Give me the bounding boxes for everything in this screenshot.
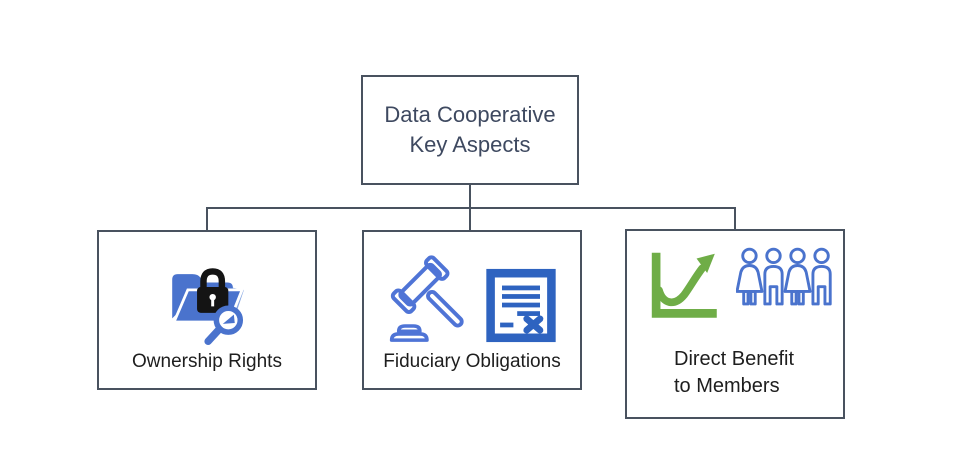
gavel-block-base	[389, 332, 429, 342]
arrow-head	[696, 253, 715, 273]
node-label-line-1: Direct Benefit	[674, 348, 795, 370]
member-female	[736, 247, 764, 306]
connector-drop-right	[734, 207, 736, 230]
connector-drop-middle	[469, 207, 471, 231]
node-direct-benefit-to-members: Direct Benefit to Members	[625, 229, 845, 419]
node-label: Fiduciary Obligations	[383, 351, 561, 372]
document-line-short	[517, 311, 540, 316]
magnifier-lens-detail	[222, 314, 235, 324]
member-female	[783, 247, 812, 306]
gavel-head-cap-left	[390, 288, 417, 314]
connector-drop-left	[206, 207, 208, 231]
member-male	[811, 247, 832, 306]
x-mark	[523, 315, 544, 334]
document-line-3	[502, 302, 540, 308]
members-group-icon	[736, 247, 832, 306]
contract-document-icon	[486, 268, 556, 343]
chart-axes	[651, 252, 717, 318]
connector-stem	[469, 185, 471, 208]
growth-curve	[655, 264, 707, 307]
title-line-1: Data Cooperative	[384, 102, 556, 127]
connector-horizontal-rail	[206, 207, 736, 209]
node-label: Direct Benefit to Members	[674, 346, 794, 400]
magnifier-handle	[204, 325, 223, 346]
folder-lock-magnifier-icon	[171, 268, 245, 346]
lock-keyhole-stem	[211, 299, 215, 307]
gavel-handle	[426, 289, 464, 328]
title-node: Data Cooperative Key Aspects	[361, 75, 579, 185]
signature-dash	[500, 322, 514, 328]
gavel-icon	[389, 255, 464, 342]
document-line-2	[502, 294, 540, 299]
gavel-head-cap-right	[424, 255, 450, 281]
node-ownership-rights: Ownership Rights	[97, 230, 317, 390]
document-line-1	[502, 285, 540, 291]
gavel-block-top	[396, 324, 422, 334]
node-label: Ownership Rights	[132, 351, 282, 372]
lock-keyhole	[209, 293, 216, 301]
lock-shackle	[200, 268, 226, 290]
node-label-line-2: to Members	[674, 375, 780, 397]
member-male	[763, 247, 784, 306]
gavel-head	[398, 262, 442, 307]
title-line-2: Key Aspects	[409, 132, 531, 157]
growth-chart-icon	[651, 252, 717, 318]
